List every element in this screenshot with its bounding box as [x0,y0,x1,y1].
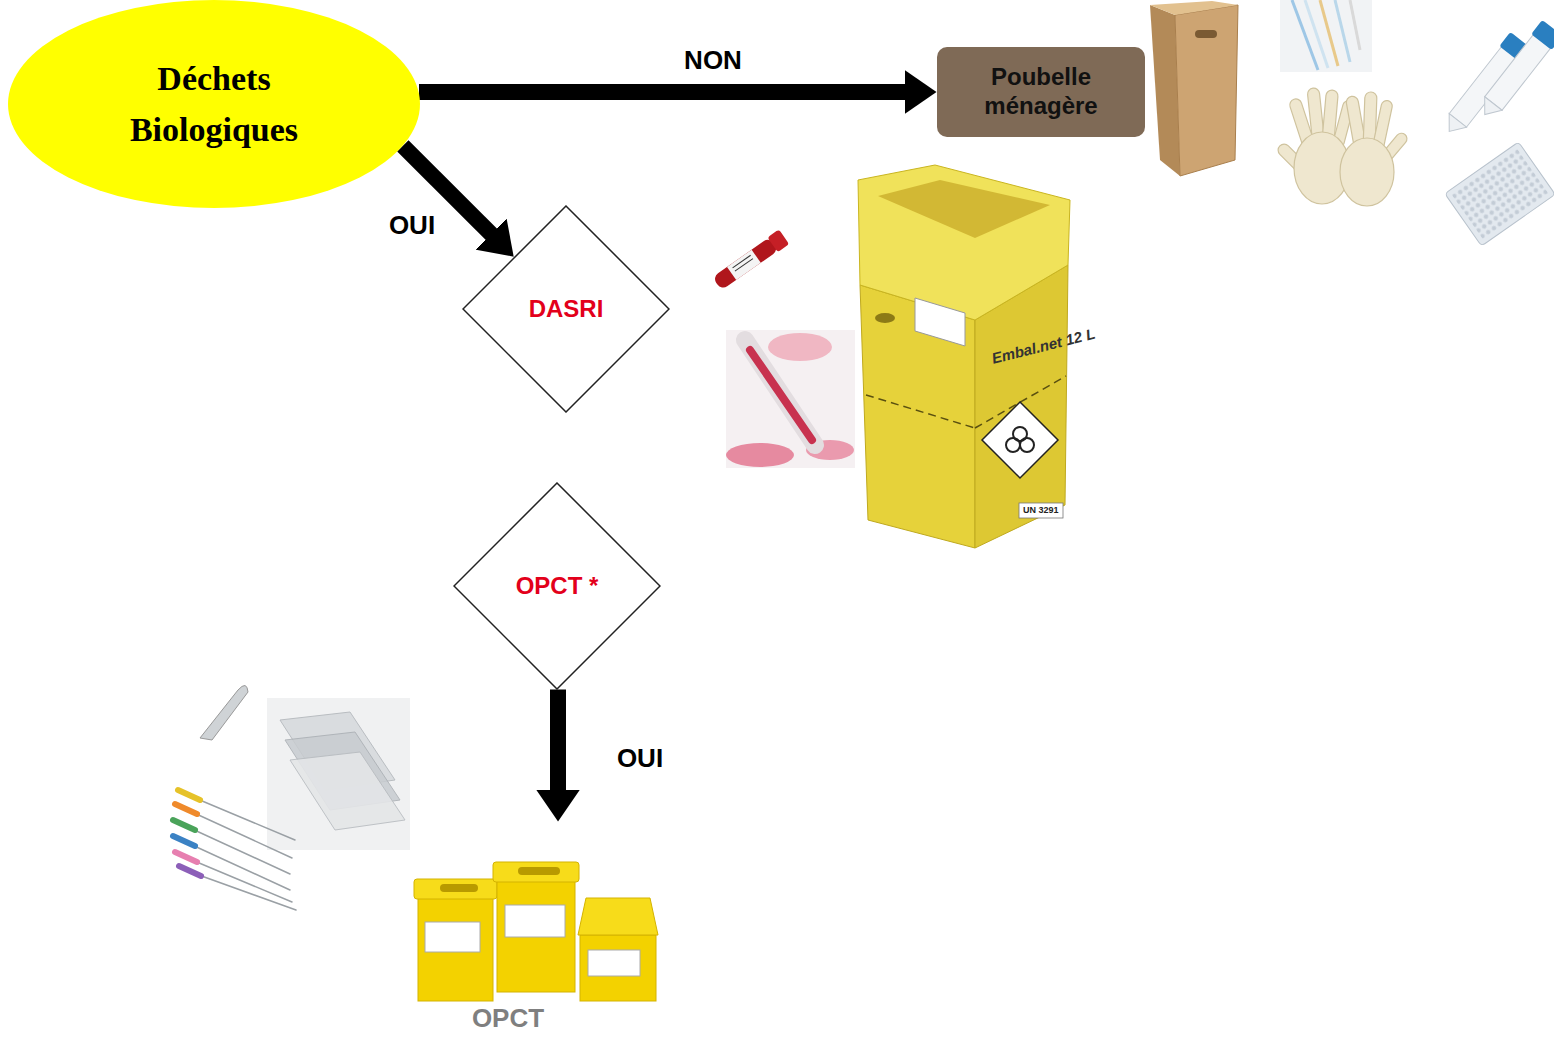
edge-label: OUI [389,210,435,241]
glass-slides [267,698,410,850]
edge-label: NON [684,45,742,76]
container-caption: OPCT [430,822,586,1036]
scalpel [200,685,248,740]
dasri-box-part [875,313,895,323]
node-outline [8,0,420,208]
node-text: DASRI [529,295,604,324]
cell-culture-photo-part [750,350,812,440]
sharps-containers-part [518,867,560,875]
glass-slides-part [290,752,405,830]
gloves [1276,88,1410,206]
node-text: Déchets Biologiques [94,53,334,155]
cell-culture-photo-part [726,330,855,468]
dasri-box-part [860,285,975,548]
needles-part [179,866,201,876]
sharps-containers-part [425,922,480,952]
dasri-box-part [1019,503,1063,518]
well-plate-part [1452,149,1549,239]
sharps-containers-part [418,895,493,1001]
needles-part [196,874,296,910]
glass-slides-part [267,698,410,850]
needles-part [192,860,292,902]
cell-culture-photo [726,330,855,468]
sharps-containers-part [414,879,497,899]
needles-part [175,804,197,814]
pipette-tips-part [1305,0,1328,68]
decision-diamond: OPCT * [453,482,661,690]
centrifuge-tubes-part-part [1485,34,1552,111]
centrifuge-tubes [1439,20,1554,140]
dasri-box-part [1006,438,1020,452]
dasri-box-part [866,395,975,428]
edge-label: OUI [617,743,663,774]
sharps-containers-part [493,862,579,882]
sharps-containers-part [440,884,478,892]
dasri-box-part [878,180,1050,238]
sharps-containers-part [588,950,640,976]
cell-culture-photo-part [726,443,794,467]
centrifuge-tubes-part-part [1476,97,1502,122]
ellipse-shape [8,0,420,208]
blood-tube-part [712,237,779,290]
blood-tube [712,229,789,291]
pipette-tips-part [1280,0,1372,72]
well-plate [1445,142,1554,246]
cardboard-bin [1150,1,1238,176]
node-text: OPCT [472,1004,544,1034]
cell-culture-photo-part [768,333,832,361]
gloves-part [1340,138,1394,206]
box-brand-text: Embal.net 12 L [990,325,1097,367]
sharps-containers-part [505,905,565,937]
needles-part [195,798,295,840]
cardboard-bin-part [1150,1,1238,15]
sharps-containers-part [580,935,656,1001]
diamond-shape [463,206,669,412]
sharps-containers [414,862,658,1001]
pipette-tips-part [1292,0,1318,70]
scalpel-part [200,685,248,740]
needles [173,790,296,910]
blood-tube-part [767,229,789,252]
diamond-shape [454,483,660,689]
flow-arrow [550,690,566,792]
needles-part [175,852,197,862]
pipette-tips-part [1320,0,1338,66]
sharps-containers-part [578,898,658,935]
dasri-box [858,165,1070,548]
dasri-box-part [1020,438,1034,452]
flow-arrow [419,84,907,100]
cardboard-bin-part [1195,30,1217,38]
start-ellipse: Déchets Biologiques [8,0,420,208]
centrifuge-tubes-part-part [1531,20,1554,50]
needles-part [173,820,195,830]
blood-tube-part [735,259,753,272]
cardboard-bin-part [1175,5,1238,176]
dasri-box-part [982,402,1058,478]
well-plate-part [1445,142,1554,246]
needles-part [173,836,195,846]
pipette-tips-part [1350,0,1360,50]
decision-diamond: DASRI [462,205,670,413]
centrifuge-tubes-part-part [1441,114,1467,139]
node-text: OPCT * [516,572,599,601]
needles-part [178,790,200,800]
centrifuge-tubes-part [1475,20,1554,123]
node-text: Poubelle ménagère [956,63,1126,121]
dasri-box-part [858,165,1070,320]
process-box: Poubelle ménagère [937,47,1145,137]
sharps-containers-part [497,880,575,992]
cell-culture-photo-part [745,340,815,445]
un-code-text: UN 3291 [1023,505,1059,515]
blood-tube-part [727,250,761,280]
needles-part [190,844,290,890]
dasri-box-part [915,298,965,346]
pipette-tips [1280,0,1372,72]
pipette-tips-part [1335,0,1350,62]
